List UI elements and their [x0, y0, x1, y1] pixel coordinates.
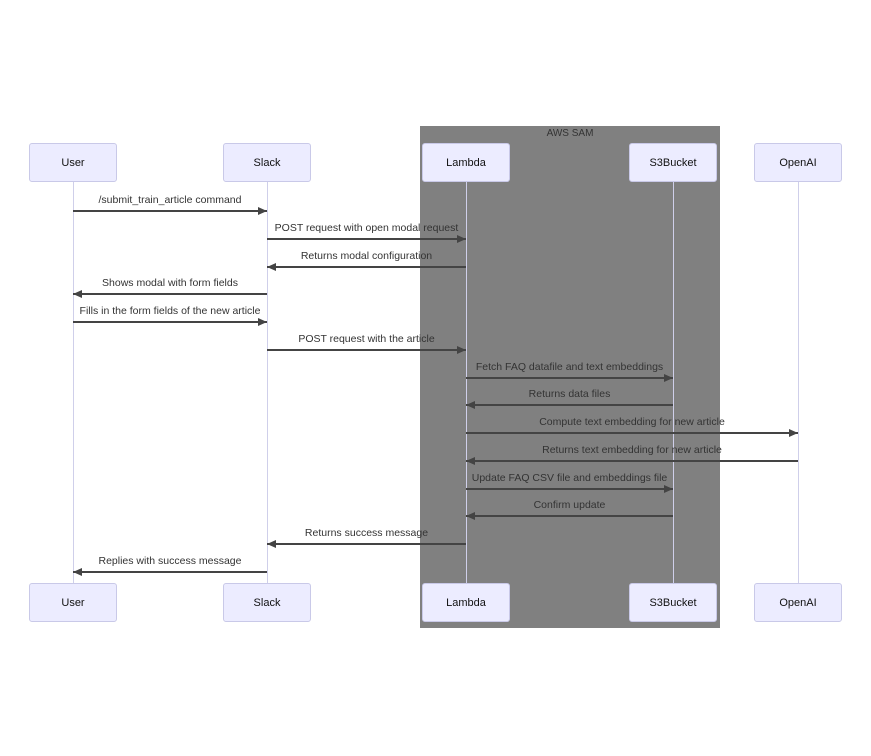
lifeline-user: [73, 182, 74, 583]
actor-box-bottom-user: User: [29, 583, 117, 622]
message-arrowhead: [258, 317, 267, 326]
actor-label: Slack: [253, 596, 281, 609]
message-label: POST request with the article: [298, 333, 435, 345]
actor-label: OpenAI: [779, 156, 817, 169]
message-line: [466, 488, 673, 490]
message-line: [267, 543, 466, 545]
actor-label: User: [61, 596, 85, 609]
message-arrowhead: [466, 400, 475, 409]
lifeline-openai: [798, 182, 799, 583]
message-label: POST request with open modal request: [274, 222, 459, 234]
actor-box-top-s3bucket: S3Bucket: [629, 143, 717, 182]
message-label: Shows modal with form fields: [102, 277, 238, 289]
message-label: Fills in the form fields of the new arti…: [79, 305, 261, 317]
actor-box-top-lambda: Lambda: [422, 143, 510, 182]
message-label: Replies with success message: [98, 555, 242, 567]
message-line: [267, 266, 466, 268]
message-line: [466, 460, 798, 462]
actor-label: S3Bucket: [649, 596, 697, 609]
actor-label: S3Bucket: [649, 156, 697, 169]
message-label: Update FAQ CSV file and embeddings file: [471, 472, 668, 484]
message-label: Returns data files: [528, 388, 611, 400]
actor-box-bottom-slack: Slack: [223, 583, 311, 622]
message-arrowhead: [73, 289, 82, 298]
message-line: [466, 377, 673, 379]
message-line: [73, 293, 267, 295]
actor-box-top-openai: OpenAI: [754, 143, 842, 182]
message-arrowhead: [466, 456, 475, 465]
message-label: Compute text embedding for new article: [539, 416, 725, 428]
aws-sam-group-label: AWS SAM: [546, 128, 594, 139]
actor-label: Slack: [253, 156, 281, 169]
message-arrowhead: [267, 262, 276, 271]
actor-box-top-user: User: [29, 143, 117, 182]
message-label: Confirm update: [533, 499, 606, 511]
message-label: Fetch FAQ datafile and text embeddings: [475, 361, 664, 373]
message-arrowhead: [664, 373, 673, 382]
lifeline-slack: [267, 182, 268, 583]
message-arrowhead: [457, 345, 466, 354]
message-label: /submit_train_article command: [98, 194, 242, 206]
message-arrowhead: [73, 567, 82, 576]
lifeline-lambda: [466, 182, 467, 583]
actor-box-bottom-lambda: Lambda: [422, 583, 510, 622]
actor-label: User: [61, 156, 85, 169]
message-label: Returns success message: [304, 527, 429, 539]
message-arrowhead: [267, 539, 276, 548]
actor-box-bottom-s3bucket: S3Bucket: [629, 583, 717, 622]
message-label: Returns modal configuration: [300, 250, 433, 262]
message-line: [73, 321, 267, 323]
message-line: [466, 432, 798, 434]
message-arrowhead: [664, 484, 673, 493]
actor-box-top-slack: Slack: [223, 143, 311, 182]
lifeline-s3bucket: [673, 182, 674, 583]
actor-box-bottom-openai: OpenAI: [754, 583, 842, 622]
message-line: [73, 571, 267, 573]
message-label: Returns text embedding for new article: [542, 444, 722, 456]
message-arrowhead: [258, 206, 267, 215]
message-line: [466, 515, 673, 517]
actor-label: OpenAI: [779, 596, 817, 609]
message-arrowhead: [466, 511, 475, 520]
message-line: [73, 210, 267, 212]
message-arrowhead: [457, 234, 466, 243]
message-line: [267, 349, 466, 351]
message-line: [466, 404, 673, 406]
message-arrowhead: [789, 428, 798, 437]
message-line: [267, 238, 466, 240]
actor-label: Lambda: [446, 596, 486, 609]
actor-label: Lambda: [446, 156, 486, 169]
